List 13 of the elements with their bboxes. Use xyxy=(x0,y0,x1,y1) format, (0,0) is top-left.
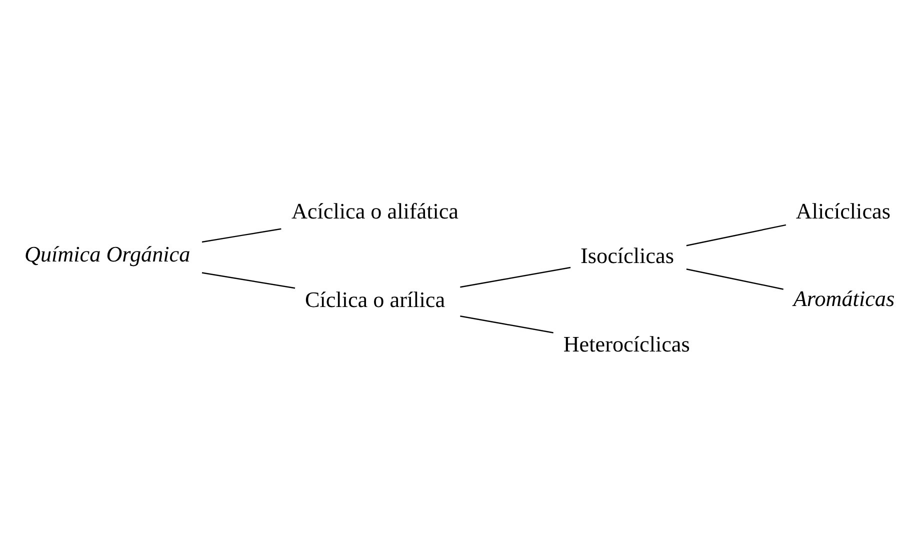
node-text: Aromáticas xyxy=(793,286,895,311)
connector xyxy=(202,228,282,243)
node-text: Química Orgánica xyxy=(24,242,190,267)
connector xyxy=(686,224,786,246)
connector xyxy=(202,272,296,289)
node-text: Acíclica o alifática xyxy=(291,198,459,224)
connector xyxy=(686,268,784,290)
node-text: Cíclica o arílica xyxy=(304,287,446,312)
node-text: Alicíclicas xyxy=(796,198,890,224)
connector xyxy=(460,316,554,334)
node-text: Isocíclicas xyxy=(580,242,674,268)
connector xyxy=(460,266,571,288)
node-text: Heterocíclicas xyxy=(563,331,690,356)
